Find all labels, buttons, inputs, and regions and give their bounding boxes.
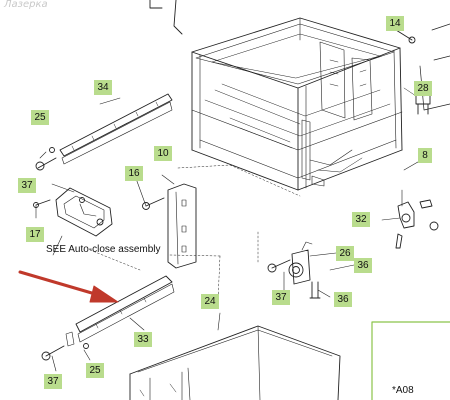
- callout-33: 33: [134, 332, 152, 347]
- tray-24: [129, 325, 341, 400]
- callout-26: 26: [336, 246, 354, 261]
- inset-box: [371, 321, 450, 400]
- bracket-10: [142, 183, 197, 269]
- callout-36a: 36: [354, 258, 372, 273]
- callout-37a: 37: [18, 178, 36, 193]
- callout-37b: 37: [272, 290, 290, 305]
- callout-14: 14: [386, 16, 404, 31]
- frame-assembly: [191, 17, 450, 191]
- rail-33: [41, 275, 175, 361]
- callout-25a: 25: [31, 110, 49, 125]
- pointer-arrow: [18, 270, 119, 303]
- callout-16: 16: [125, 166, 143, 181]
- callout-34: 34: [94, 80, 112, 95]
- auto-close-note: SEE Auto-close assembly: [46, 244, 161, 255]
- callout-25b: 25: [86, 363, 104, 378]
- watermark: Лазерка: [4, 0, 48, 10]
- reference-lines: [89, 164, 301, 301]
- top-fragment: [149, 0, 183, 35]
- roller-26: [267, 241, 321, 299]
- callout-37c: 37: [44, 374, 62, 389]
- callout-17: 17: [26, 227, 44, 242]
- rail-34: [35, 93, 173, 171]
- callout-8: 8: [418, 148, 432, 163]
- callout-36b: 36: [334, 292, 352, 307]
- leader-lines: [35, 21, 431, 372]
- roller-32: [395, 199, 439, 249]
- callout-28: 28: [414, 81, 432, 96]
- auto-close-part: [33, 187, 113, 237]
- callout-32: 32: [352, 212, 370, 227]
- callout-24: 24: [201, 294, 219, 309]
- reference-code: *A08: [392, 385, 414, 396]
- callout-10: 10: [154, 146, 172, 161]
